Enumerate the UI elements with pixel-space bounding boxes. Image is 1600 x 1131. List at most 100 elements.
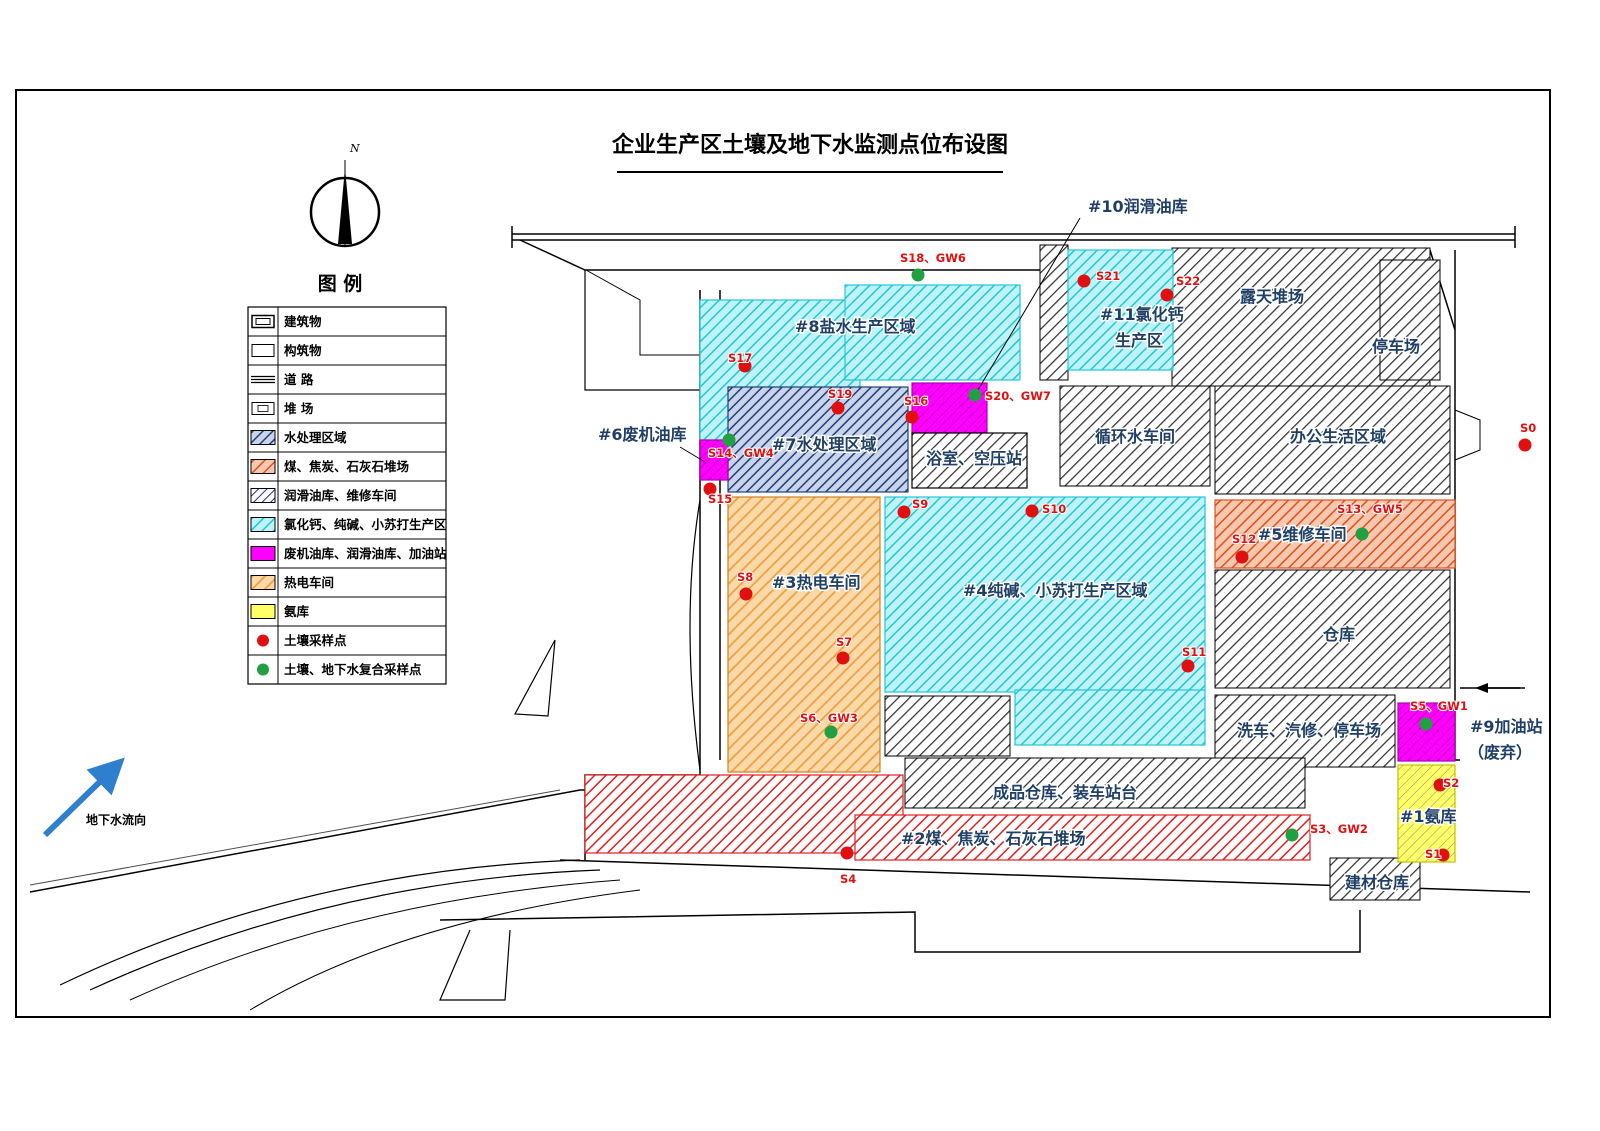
legend-swatch-11 (257, 634, 269, 647)
area-soda (884, 496, 1206, 693)
area-repair (1214, 499, 1456, 569)
north-label: N (349, 142, 360, 155)
label-waste-oil: #6废机油库 (598, 425, 687, 444)
label-circulation: 循环水车间 (1095, 427, 1175, 446)
legend-label-0: 建筑物 (284, 314, 322, 329)
point-s8-label: S8 (737, 570, 753, 584)
point-s5gw1-label: S5、GW1 (1410, 699, 1468, 713)
legend-label-1: 构筑物 (284, 343, 322, 358)
label-parking: 停车场 (1372, 337, 1420, 356)
point-s13gw5-marker (1355, 527, 1369, 541)
point-s6gw3-label: S6、GW3 (800, 711, 858, 725)
point-s16-marker (905, 410, 919, 424)
legend-swatch-8 (250, 546, 276, 561)
label-repair: #5维修车间 (1258, 525, 1347, 544)
label-brine: #8盐水生产区域 (795, 317, 916, 336)
point-s12-marker (1235, 550, 1249, 564)
label-finished-goods: 成品仓库、装车站台 (993, 783, 1137, 802)
legend-swatch-0 (251, 314, 275, 329)
area-soda-2 (1014, 689, 1206, 746)
point-s18gw6-marker (911, 268, 925, 282)
area-power (727, 496, 881, 773)
label-ammonia: #1氨库 (1400, 807, 1457, 826)
legend-swatch-6 (250, 488, 276, 503)
point-s17-marker (738, 359, 752, 373)
label-office: 办公生活区域 (1290, 427, 1386, 446)
legend-label-8: 废机油库、润滑油库、加油站 (284, 546, 447, 561)
label-cacl2-a: #11氯化钙 (1100, 305, 1184, 324)
area-cacl2 (1067, 249, 1174, 371)
area-coal-2 (854, 814, 1311, 861)
label-power: #3热电车间 (772, 573, 861, 592)
legend-swatch-12 (257, 663, 269, 676)
map-title: 企业生产区土壤及地下水监测点位布设图 (611, 132, 1008, 158)
legend-swatch-1 (251, 344, 275, 357)
legend-heading: 图 例 (318, 272, 363, 295)
label-open-yard: 露天堆场 (1240, 287, 1304, 306)
label-soda: #4纯碱、小苏打生产区域 (963, 581, 1148, 600)
point-s21-marker (1077, 274, 1091, 288)
legend-swatch-9 (250, 575, 276, 590)
point-s11-marker (1181, 659, 1195, 673)
legend-swatch-10 (250, 604, 276, 619)
legend-swatch-5 (250, 459, 276, 474)
legend-label-5: 煤、焦炭、石灰石堆场 (284, 459, 409, 474)
label-water-treatment: #7水处理区域 (772, 435, 877, 454)
point-s3gw2-marker (1285, 828, 1299, 842)
point-s2-marker (1433, 778, 1447, 792)
point-s9-label: S9 (912, 497, 928, 511)
legend-label-11: 土壤采样点 (284, 633, 347, 648)
area-water-treatment (727, 386, 909, 493)
legend-box (247, 306, 447, 685)
area-ammonia (1397, 764, 1456, 863)
legend-label-12: 土壤、地下水复合采样点 (284, 662, 422, 677)
point-s4-label: S4 (840, 872, 856, 886)
legend-label-6: 润滑油库、维修车间 (284, 488, 397, 503)
area-waste-oil (699, 439, 729, 481)
leader-lines (679, 217, 1081, 463)
label-carwash: 洗车、汽修、停车场 (1237, 721, 1381, 740)
legend-label-10: 氨库 (284, 604, 310, 619)
label-bath: 浴室、空压站 (926, 449, 1022, 468)
point-s20gw7-label: S20、GW7 (985, 389, 1051, 403)
point-s6gw3-marker (824, 725, 838, 739)
point-s0-marker (1518, 438, 1532, 452)
label-coal: #2煤、焦炭、石灰石堆场 (901, 829, 1086, 848)
point-s11-label: S11 (1182, 645, 1206, 659)
north-arrow: N (309, 142, 381, 248)
legend-swatch-4 (250, 430, 276, 445)
legend-swatch-7 (250, 517, 276, 532)
point-s1-marker (1436, 848, 1450, 862)
region-areas (584, 249, 1456, 863)
point-s19-label: S19 (828, 387, 852, 401)
point-s15-label: S15 (708, 492, 732, 506)
groundwater-flow: 地下水流向 (42, 757, 146, 838)
point-s12-label: S12 (1232, 532, 1256, 546)
point-s2-label: S2 (1443, 776, 1459, 790)
legend-label-3: 堆 场 (284, 401, 313, 416)
region-labels: #8盐水生产区域 #10润滑油库 #11氯化钙 生产区 露天堆场 停车场 #6废… (597, 196, 1545, 894)
point-s20gw7-marker (968, 388, 982, 402)
point-s8-marker (739, 587, 753, 601)
point-s13gw5-label: S13、GW5 (1337, 502, 1403, 516)
point-s0-label: S0 (1520, 421, 1536, 435)
point-s15-marker (703, 482, 717, 496)
point-s22-marker (1160, 288, 1174, 302)
point-s18gw6-label: S18、GW6 (900, 251, 966, 265)
label-lube-oil: #10润滑油库 (1088, 197, 1188, 216)
point-s21-label: S21 (1096, 269, 1120, 283)
label-building-materials: 建材仓库 (1345, 873, 1409, 892)
generic-buildings (884, 244, 1451, 901)
point-s3gw2-label: S3、GW2 (1310, 822, 1368, 836)
area-brine-2 (844, 284, 1021, 381)
label-gas-station-a: #9加油站 (1470, 717, 1543, 736)
point-s17-label: S17 (728, 351, 752, 365)
point-s19-marker (831, 401, 845, 415)
legend-swatch-2 (251, 375, 275, 384)
legend-label-9: 热电车间 (284, 575, 334, 590)
label-warehouse: 仓库 (1322, 625, 1355, 644)
area-coal (584, 774, 904, 854)
label-cacl2-b: 生产区 (1115, 331, 1163, 350)
area-bath (911, 432, 1028, 489)
